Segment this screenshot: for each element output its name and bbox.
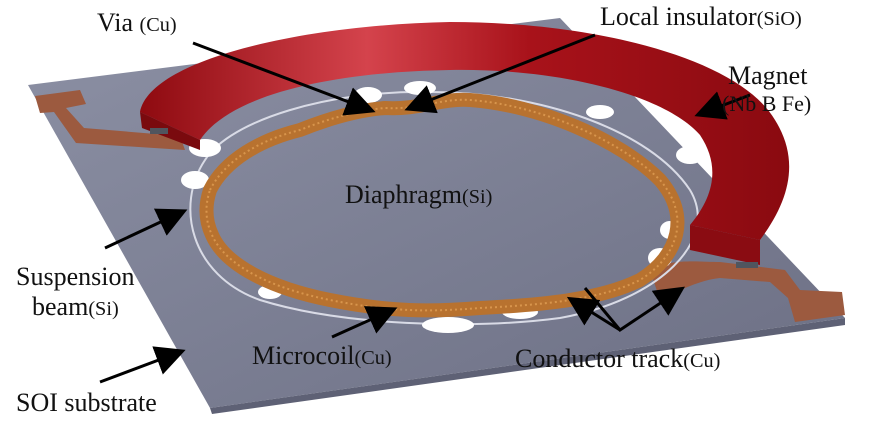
via-label: Via (Cu) bbox=[97, 8, 177, 37]
microcoil-label: Microcoil(Cu) bbox=[252, 341, 392, 370]
conductor-track-right bbox=[650, 261, 845, 322]
suspension-label-line2: beam(Si) bbox=[32, 292, 119, 321]
suspension-label-line1: Suspension bbox=[16, 262, 135, 291]
arrow-suspension bbox=[104, 208, 188, 250]
arrow-via bbox=[192, 41, 376, 116]
magnet bbox=[140, 22, 790, 268]
diaphragm-label: Diaphragm(Si) bbox=[345, 180, 493, 209]
local-insulator-label: Local insulator(SiO) bbox=[600, 2, 802, 31]
arrow-substrate bbox=[99, 346, 186, 384]
magnet-material-label: (Nb B Fe) bbox=[722, 91, 812, 116]
magnet-label: Magnet bbox=[728, 61, 808, 90]
soi-substrate-label: SOI substrate bbox=[16, 388, 157, 417]
arrow-insulator bbox=[404, 33, 596, 114]
arrow-microcoil bbox=[331, 306, 398, 339]
conductor-track-label: Conductor track(Cu) bbox=[515, 344, 721, 373]
conductor-track-left bbox=[35, 90, 185, 150]
soi-substrate bbox=[28, 18, 845, 414]
annotation-arrows bbox=[99, 33, 751, 384]
arrow-magnet bbox=[694, 91, 751, 120]
suspension-beam-ring bbox=[189, 90, 699, 326]
